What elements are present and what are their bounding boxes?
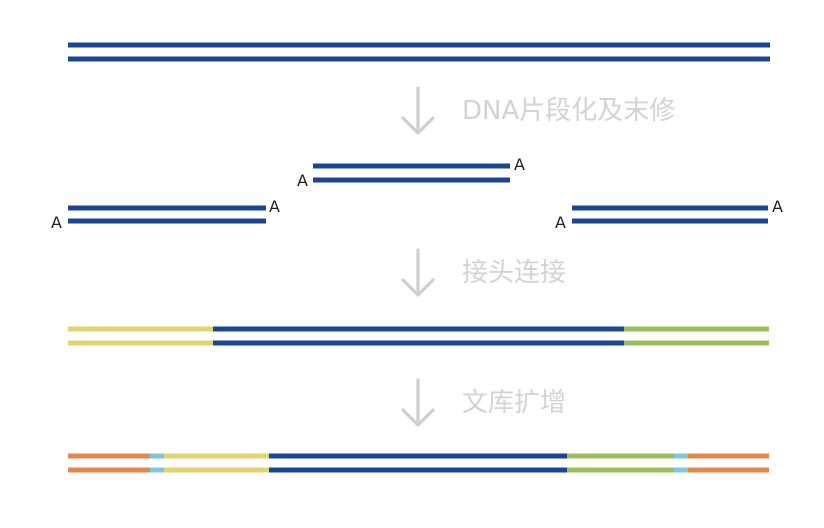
a-tail-label: A bbox=[51, 213, 62, 232]
a-tail-label: A bbox=[772, 197, 783, 216]
a-tail-label: A bbox=[269, 197, 280, 216]
step-adapter-ligation: 接头连接 bbox=[401, 248, 566, 297]
intact-dna bbox=[68, 42, 770, 62]
arrow-down-icon bbox=[401, 86, 435, 135]
a-tail-label: A bbox=[297, 171, 308, 190]
arrow-down-icon bbox=[401, 248, 435, 297]
amplified-library bbox=[68, 453, 769, 473]
arrow-down-icon bbox=[401, 378, 435, 427]
ligated-dna bbox=[68, 326, 769, 346]
fragment-left: A A bbox=[51, 197, 280, 232]
step-fragmentation: DNA片段化及末修 bbox=[401, 86, 675, 135]
step-label-ligation: 接头连接 bbox=[462, 258, 566, 288]
a-tail-label: A bbox=[514, 155, 525, 174]
step-label-amplification: 文库扩增 bbox=[462, 388, 566, 418]
fragment-middle: A A bbox=[297, 155, 525, 190]
fragment-right: A A bbox=[555, 197, 783, 232]
a-tail-label: A bbox=[555, 213, 566, 232]
step-library-amplification: 文库扩增 bbox=[401, 378, 566, 427]
step-label-fragmentation: DNA片段化及末修 bbox=[462, 96, 675, 126]
